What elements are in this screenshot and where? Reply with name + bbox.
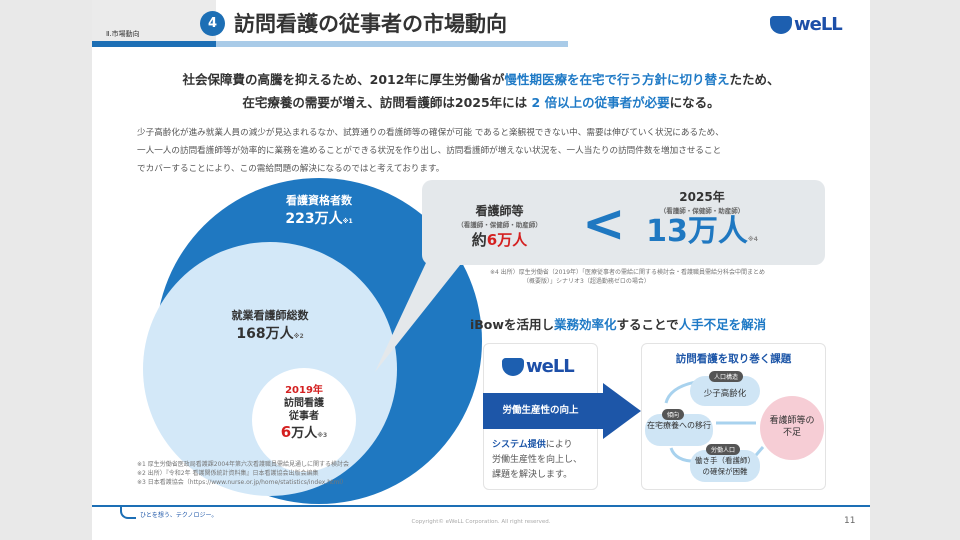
logo-mark-icon (770, 15, 792, 34)
headline-line-1: 社会保障費の高騰を抑えるため、2012年に厚生労働省が慢性期医療を在宅で行う方針… (182, 72, 780, 87)
ewell-card-logo: weLL (502, 356, 575, 377)
shortage-label: 看護師等の不足 (769, 416, 815, 438)
header-bar (92, 41, 216, 47)
solution-title: iBowを活用し業務効率化することで人手不足を解消 (470, 317, 767, 332)
issue-tag: 人口構造 (709, 371, 744, 382)
issue-text: 少子高齢化 (703, 389, 747, 399)
section-label: Ⅱ.市場動向 (92, 0, 216, 41)
arrow-label: 労働生産性の向上 (502, 405, 579, 416)
footer-curve (120, 505, 136, 519)
ewell-logo: weLL (770, 14, 843, 35)
callout-tail (375, 250, 472, 372)
section-number-badge: 4 (200, 11, 225, 36)
footnotes: ※1 厚生労働省医政局看護課2004年第六次看護職員需給見通しに関する検討会※2… (137, 461, 350, 486)
solution-description: システム提供により 労働生産性を向上し、課題を解決します。 (492, 440, 583, 480)
slide: Ⅱ.市場動向 4 訪問看護の従事者の市場動向 weLL 社会保障費の高騰を抑える… (92, 0, 870, 540)
issue-text: 働き手（看護師）の確保が困難 (695, 456, 755, 476)
inner-circle-label: 2019年 訪問看護 従事者 6万人※3 (280, 385, 328, 441)
current-nurses: 看護師等 （看護師・保健師・助産師） 約6万人 (457, 204, 542, 249)
description-paragraph: 少子高齢化が進み就業人員の減少が見込まれるなか、試算通りの看護師等の確保が可能 … (137, 128, 724, 174)
inner-circle-visiting (252, 368, 356, 472)
copyright: Copyright© eWeLL Corporation. All right … (411, 519, 551, 525)
middle-circle-label: 就業看護師総数 168万人※2 (231, 309, 309, 342)
logo-mark-icon (502, 357, 524, 376)
issue-item (690, 450, 760, 482)
footer-line (92, 505, 870, 507)
page-number: 11 (844, 516, 856, 526)
page-title: 訪問看護の従事者の市場動向 (234, 12, 507, 36)
outer-circle-label: 看護資格者数 223万人※1 (285, 194, 353, 227)
issue-tag: 傾向 (662, 409, 685, 420)
headline-line-2: 在宅療養の需要が増え、訪問看護師は2025年には 2 倍以上の従事者が必要になる… (242, 95, 720, 110)
arrow-icon (483, 383, 641, 439)
footer-slogan: ひとを想う、テクノロジー。 (140, 512, 218, 519)
source-note-4: ※4 出所）厚生労働省（2019年）「医療従事者の需給に関する検討会・看護職員需… (490, 269, 766, 285)
issue-text: 在宅療養への移行 (647, 421, 711, 430)
shortage-circle (760, 396, 824, 460)
issues-title: 訪問看護を取り巻く課題 (675, 353, 792, 365)
callout-box (422, 180, 825, 265)
required-2025: 2025年 （看護師・保健師・助産師） 13万人※4 (646, 190, 758, 249)
issue-tag: 労働人口 (706, 444, 741, 455)
header-bar-light (216, 41, 568, 47)
less-than-symbol: < (582, 194, 626, 254)
